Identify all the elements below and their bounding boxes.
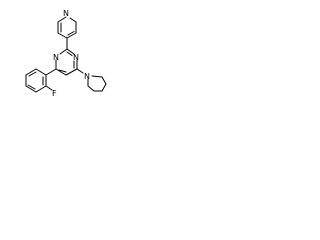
chemical-structure-diagram: N N N N F — [25, 9, 107, 98]
atom-label-pyrimidine-n-right: N — [73, 53, 79, 62]
atom-label-pyrimidine-n-left: N — [53, 53, 59, 62]
bond-lines — [25, 16, 107, 93]
atom-label-piperidine-n: N — [84, 72, 90, 81]
pyridine-ring — [57, 16, 77, 50]
piperidine-ring — [76, 68, 107, 92]
atom-label-fluorine: F — [52, 89, 57, 98]
atom-label-pyridine-n: N — [63, 9, 69, 18]
fluorophenyl-ring — [25, 68, 57, 93]
pyrimidine-ring — [55, 48, 78, 76]
